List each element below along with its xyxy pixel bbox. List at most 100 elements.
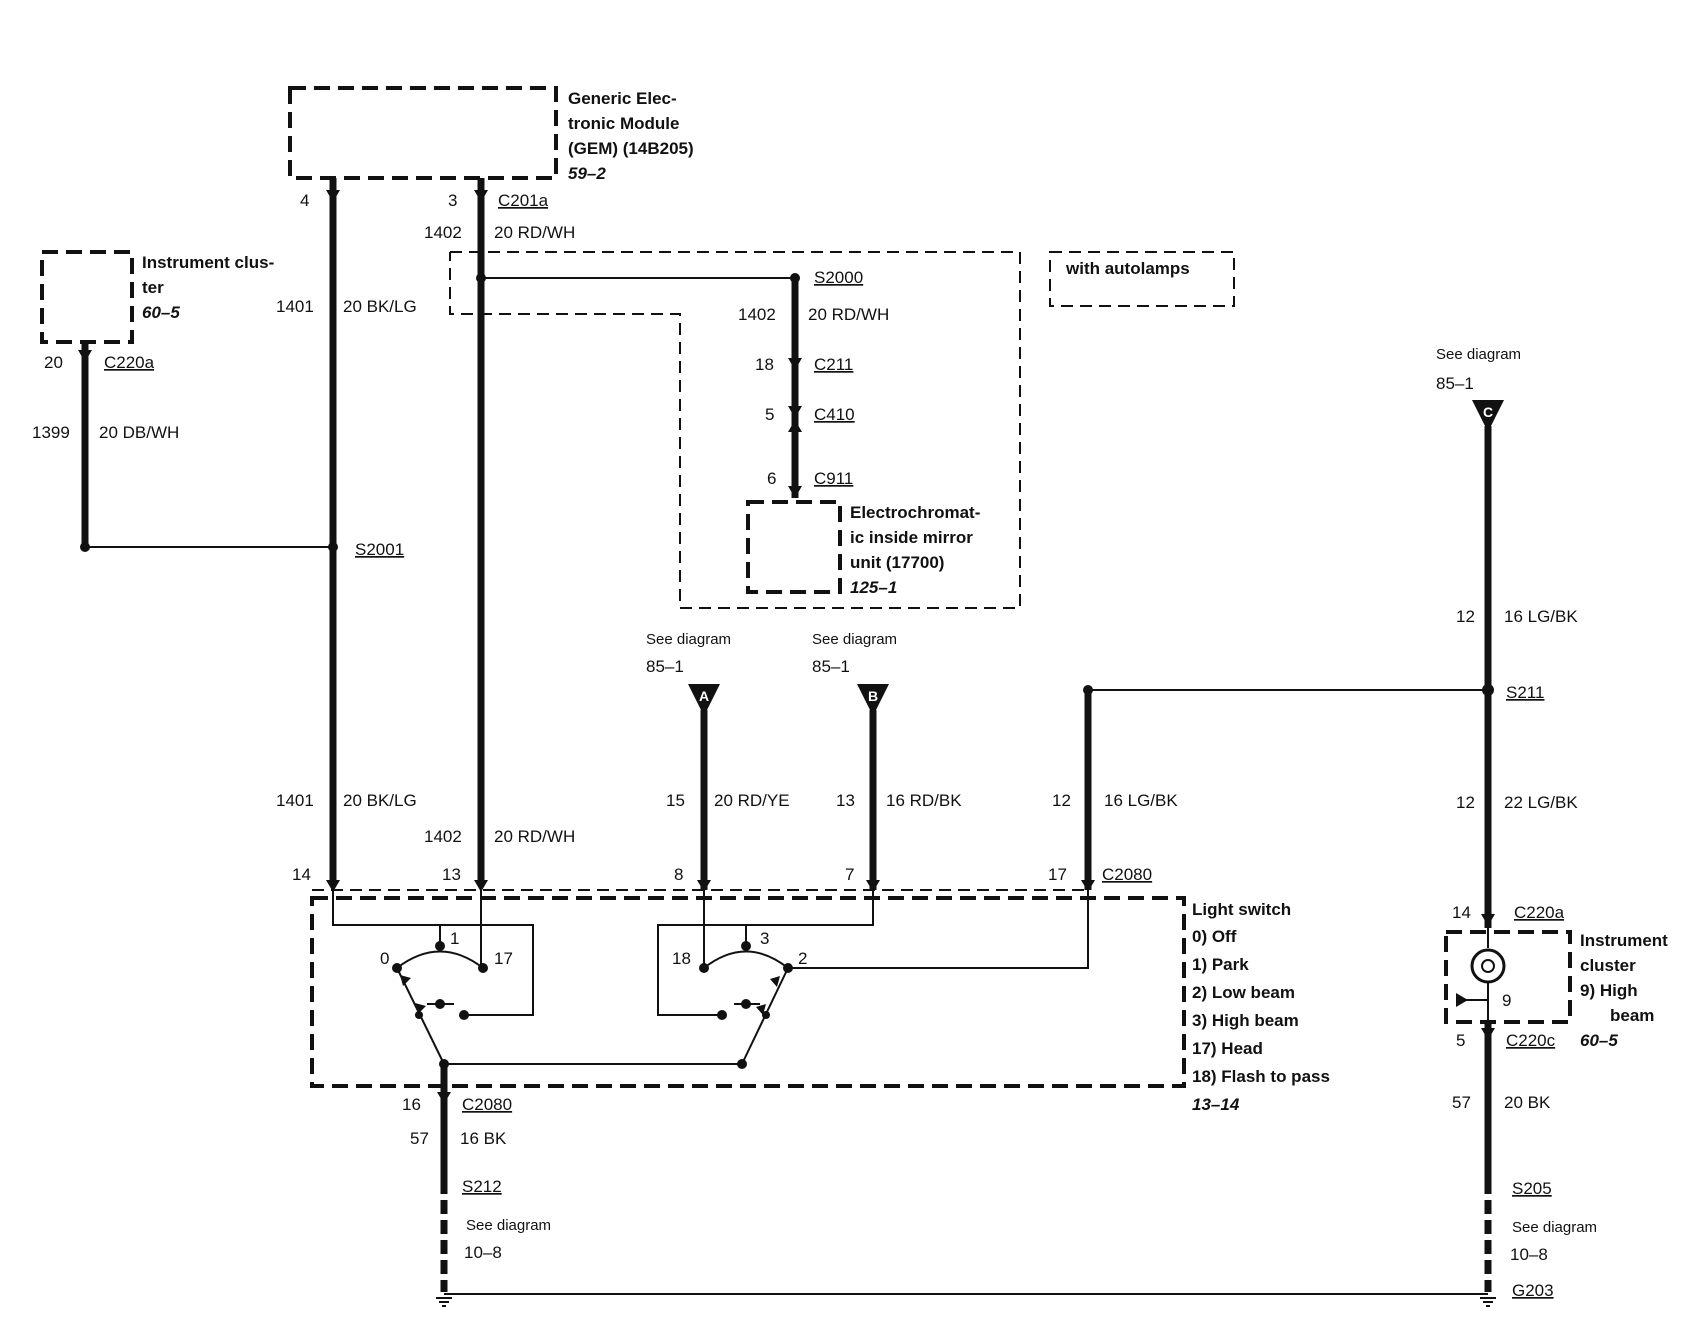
- high-beam-indicator-icon: [1470, 948, 1506, 984]
- switch-right-contact-18: [699, 963, 709, 973]
- light-switch-pos-2: 2) Low beam: [1192, 983, 1295, 1002]
- c2080-arrow-8: [697, 880, 711, 892]
- switch-right-arrow-1: [770, 976, 780, 987]
- mid-pin-15: 15: [666, 791, 685, 810]
- wire-1402-label-bot: 20 RD/WH: [494, 827, 575, 846]
- gem-box: [288, 86, 558, 180]
- ref-b-text: See diagram: [812, 631, 897, 648]
- off-page-c-marker: [1472, 400, 1504, 432]
- connector-c220c: C220c: [1506, 1031, 1556, 1050]
- ground-symbol-left: [436, 1297, 452, 1307]
- mirror-box: [746, 500, 842, 594]
- ground-symbol-right: [1480, 1297, 1496, 1307]
- sw-pin-7: 7: [845, 865, 854, 884]
- switch-right-pin-3: 3: [760, 929, 769, 948]
- wire-1402-num-mirror: 1402: [738, 305, 776, 324]
- wire-57-left-num: 57: [410, 1129, 429, 1148]
- wire-57-right-label: 20 BK: [1504, 1093, 1551, 1112]
- wire-1401-label-bot: 20 BK/LG: [343, 791, 417, 810]
- wire-1399-num: 1399: [32, 423, 70, 442]
- gem-module: Generic Elec- tronic Module (GEM) (14B20…: [288, 86, 694, 183]
- c220a-right-arrow: [1481, 914, 1495, 926]
- gem-label-2: tronic Module: [568, 114, 679, 133]
- cluster-right-ref: 60–5: [1580, 1031, 1618, 1050]
- mid-pin-13: 13: [836, 791, 855, 810]
- switch-right-contact-low: [717, 1010, 727, 1020]
- wire-12-right-bot-label: 22 LG/BK: [1504, 793, 1578, 812]
- ground-g203: G203: [1512, 1281, 1554, 1300]
- right-pin-12a: 12: [1456, 607, 1475, 626]
- c410-pin-5: 5: [765, 405, 774, 424]
- switch-right-pin-2: 2: [798, 949, 807, 968]
- splice-s211-dot: [1482, 684, 1494, 696]
- switch-right-internal: 18 3 2: [657, 890, 1089, 1065]
- sw-pin-14: 14: [292, 865, 311, 884]
- c410-arrow-down: [788, 406, 802, 418]
- ref-s212-page: 10–8: [464, 1243, 502, 1262]
- light-switch: Light switch 0) Off 1) Park 2) Low beam …: [310, 896, 1330, 1114]
- splice-s212: S212: [462, 1177, 502, 1196]
- switch-left-contact-1: [435, 941, 445, 951]
- splice-s205: S205: [1512, 1179, 1552, 1198]
- switch-right-loop: [657, 890, 874, 1016]
- cluster-right-pin9-arrow: [1456, 993, 1468, 1007]
- switch-right-lever-dot: [762, 1011, 770, 1019]
- wire-1401-label-top: 20 BK/LG: [343, 297, 417, 316]
- c911-arrow: [788, 486, 802, 498]
- right-pin-12b: 12: [1456, 793, 1475, 812]
- light-switch-pos-17: 17) Head: [1192, 1039, 1263, 1058]
- sw-pin-17: 17: [1048, 865, 1067, 884]
- cluster-right-pin-14: 14: [1452, 903, 1471, 922]
- light-switch-title: Light switch: [1192, 900, 1291, 919]
- wire-1401-num-bot: 1401: [276, 791, 314, 810]
- sw-pin-16: 16: [402, 1095, 421, 1114]
- connector-c410: C410: [814, 405, 855, 424]
- c2080-arrow-14: [326, 880, 340, 892]
- light-switch-pos-0: 0) Off: [1192, 927, 1237, 946]
- c211-pin-18: 18: [755, 355, 774, 374]
- high-beam-indicator-inner: [1481, 959, 1495, 973]
- switch-left-contact-17: [478, 963, 488, 973]
- cluster-right-pin-5: 5: [1456, 1031, 1465, 1050]
- off-page-b-marker: [857, 684, 889, 716]
- autolamps-label: with autolamps: [1065, 259, 1190, 278]
- splice-s2001: S2001: [355, 540, 404, 559]
- c2080-arrow-7: [866, 880, 880, 892]
- mirror-label-2: ic inside mirror: [850, 528, 973, 547]
- c2080-bottom-arrow: [437, 1092, 451, 1104]
- switch-right-arrow-2: [756, 1004, 766, 1015]
- mirror-label-1: Electrochromat-: [850, 503, 980, 522]
- wire-13-label: 16 RD/BK: [886, 791, 962, 810]
- switch-left-arrow-2: [400, 975, 411, 986]
- ref-s205-page: 10–8: [1510, 1245, 1548, 1264]
- ref-b-page: 85–1: [812, 657, 850, 676]
- ref-s205-text: See diagram: [1512, 1219, 1597, 1236]
- wire-12-mid-label: 16 LG/BK: [1104, 791, 1178, 810]
- connector-c201a: C201a: [498, 191, 549, 210]
- off-page-c-tag: C: [1483, 404, 1493, 420]
- switch-right-to-17: [788, 890, 1089, 969]
- light-switch-pos-3: 3) High beam: [1192, 1011, 1299, 1030]
- autolamps-legend-box: [1049, 251, 1235, 307]
- wire-1402-num-top: 1402: [424, 223, 462, 242]
- switch-left-contact-low: [459, 1010, 469, 1020]
- cluster-left-box: [40, 250, 134, 344]
- wire-57-right-num: 57: [1452, 1093, 1471, 1112]
- wire-1399-label: 20 DB/WH: [99, 423, 179, 442]
- ref-a-text: See diagram: [646, 631, 731, 648]
- gem-pin-3: 3: [448, 191, 457, 210]
- mid-pin-12: 12: [1052, 791, 1071, 810]
- cluster-right-box: [1444, 930, 1572, 1024]
- switch-right-contact-3: [741, 941, 751, 951]
- sw-pin-13: 13: [442, 865, 461, 884]
- light-switch-pos-1: 1) Park: [1192, 955, 1249, 974]
- c211-arrow: [788, 358, 802, 370]
- wire-1401-num-top: 1401: [276, 297, 314, 316]
- gem-pin4-arrow: [326, 190, 340, 202]
- mirror-label-3: unit (17700): [850, 553, 944, 572]
- wire-12-right-top-label: 16 LG/BK: [1504, 607, 1578, 626]
- gem-label-1: Generic Elec-: [568, 89, 677, 108]
- cluster-left-arrow: [78, 350, 92, 362]
- c2080-arrow-17: [1081, 880, 1095, 892]
- gem-label-3: (GEM) (14B205): [568, 139, 694, 158]
